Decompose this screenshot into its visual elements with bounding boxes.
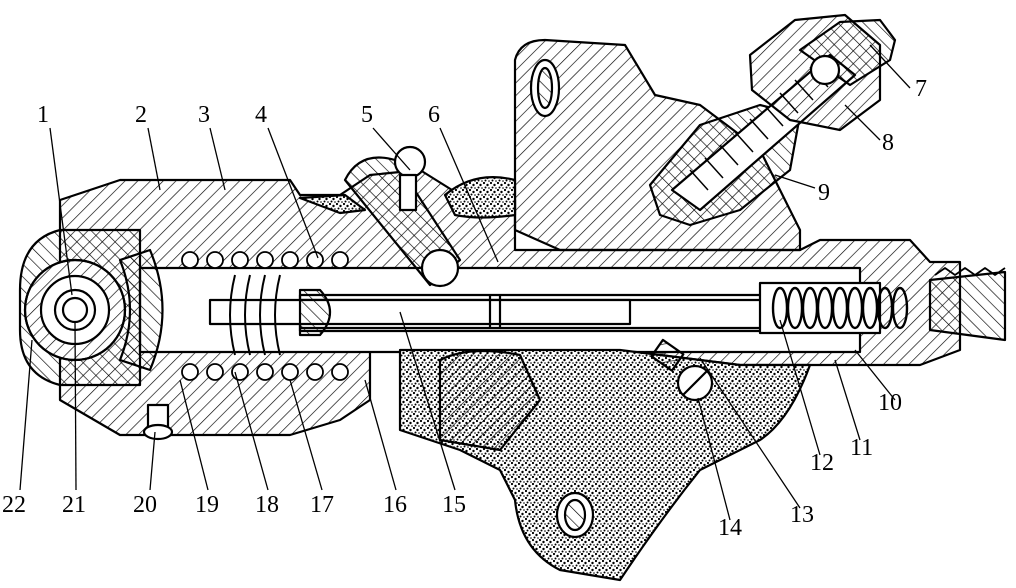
plunger-rod — [208, 298, 632, 326]
label-8: 8 — [882, 130, 894, 156]
right-coil-spring — [771, 286, 909, 330]
screw-head — [798, 18, 897, 87]
leader-lines — [19, 44, 911, 521]
lever-ball-top — [393, 145, 427, 179]
rubber-seal-top2 — [443, 176, 517, 219]
coil-spring-lower — [181, 363, 349, 381]
label-4: 4 — [255, 102, 267, 128]
label-16: 16 — [383, 492, 407, 518]
label-10: 10 — [878, 390, 902, 416]
label-14: 14 — [718, 515, 742, 541]
callout-labels: 1 2 3 4 5 6 7 8 9 10 11 12 13 14 15 16 1… — [2, 76, 927, 541]
label-5: 5 — [361, 102, 373, 128]
label-11: 11 — [850, 435, 873, 461]
threaded-end — [928, 270, 1007, 342]
label-2: 2 — [135, 102, 147, 128]
label-17: 17 — [310, 492, 334, 518]
label-1: 1 — [37, 102, 49, 128]
label-21: 21 — [62, 492, 86, 518]
rubber-seal-top — [298, 193, 367, 215]
label-7: 7 — [915, 76, 927, 102]
label-3: 3 — [198, 102, 210, 128]
coil-spring-middle — [229, 274, 281, 356]
label-6: 6 — [428, 102, 440, 128]
label-15: 15 — [442, 492, 466, 518]
coil-spring-upper — [181, 251, 349, 269]
drawing-body — [18, 13, 1007, 582]
label-13: 13 — [790, 502, 814, 528]
label-20: 20 — [133, 492, 157, 518]
label-9: 9 — [818, 180, 830, 206]
label-22: 22 — [2, 492, 26, 518]
label-19: 19 — [195, 492, 219, 518]
label-18: 18 — [255, 492, 279, 518]
label-12: 12 — [810, 450, 834, 476]
lever-ball-bottom — [420, 248, 460, 288]
